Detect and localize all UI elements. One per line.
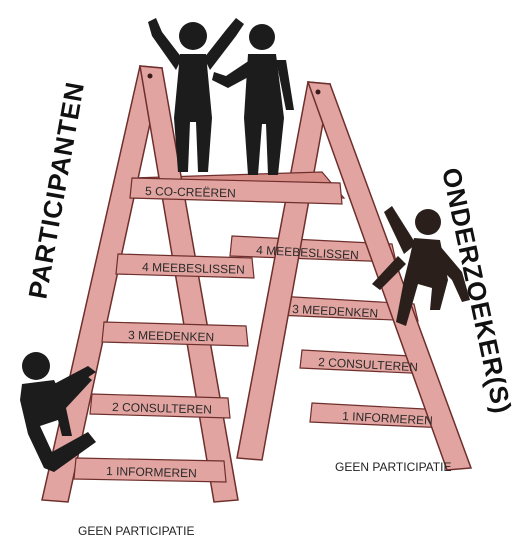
left-ladder-right-rail xyxy=(139,65,239,503)
figure-standing-person xyxy=(212,24,294,175)
left-rung-5 xyxy=(129,177,343,205)
left-ladder-rungs xyxy=(73,177,343,483)
left-rung-1 xyxy=(73,457,227,483)
figure-celebrating-person xyxy=(148,18,244,172)
left-rung-3 xyxy=(101,321,249,347)
right-step-2-label: 2 CONSULTEREN xyxy=(318,355,418,374)
right-step-4-label: 4 MEEBESLISSEN xyxy=(256,243,359,262)
left-rung-4 xyxy=(115,253,255,279)
left-step-1-label: 1 INFORMEREN xyxy=(106,464,197,480)
researchers-side-label: ONDERZOEKER(S) xyxy=(436,165,518,417)
participants-side-label: PARTICIPANTEN xyxy=(22,79,90,301)
right-no-participation-label: GEEN PARTICIPATIE xyxy=(335,460,451,474)
figure-climbing-participant xyxy=(20,352,96,472)
right-ladder-bolt xyxy=(315,89,321,95)
right-step-1-label: 1 INFORMEREN xyxy=(342,409,433,428)
right-step-3-label: 3 MEEDENKEN xyxy=(292,302,379,320)
figure-climbing-researcher xyxy=(372,206,470,326)
left-step-3-label: 3 MEEDENKEN xyxy=(128,328,214,344)
left-ladder-labels: 5 CO-CREËREN 4 MEEBESLISSEN 3 MEEDENKEN … xyxy=(106,184,245,480)
left-step-2-label: 2 CONSULTEREN xyxy=(112,400,212,417)
left-step-5-label: 5 CO-CREËREN xyxy=(145,184,236,200)
left-no-participation-label: GEEN PARTICIPATIE xyxy=(78,524,194,538)
left-ladder-bolt xyxy=(147,73,153,79)
right-ladder-labels: 4 MEEBESLISSEN 3 MEEDENKEN 2 CONSULTEREN… xyxy=(256,243,433,428)
left-rung-2 xyxy=(89,393,231,419)
left-step-4-label: 4 MEEBESLISSEN xyxy=(142,260,245,277)
